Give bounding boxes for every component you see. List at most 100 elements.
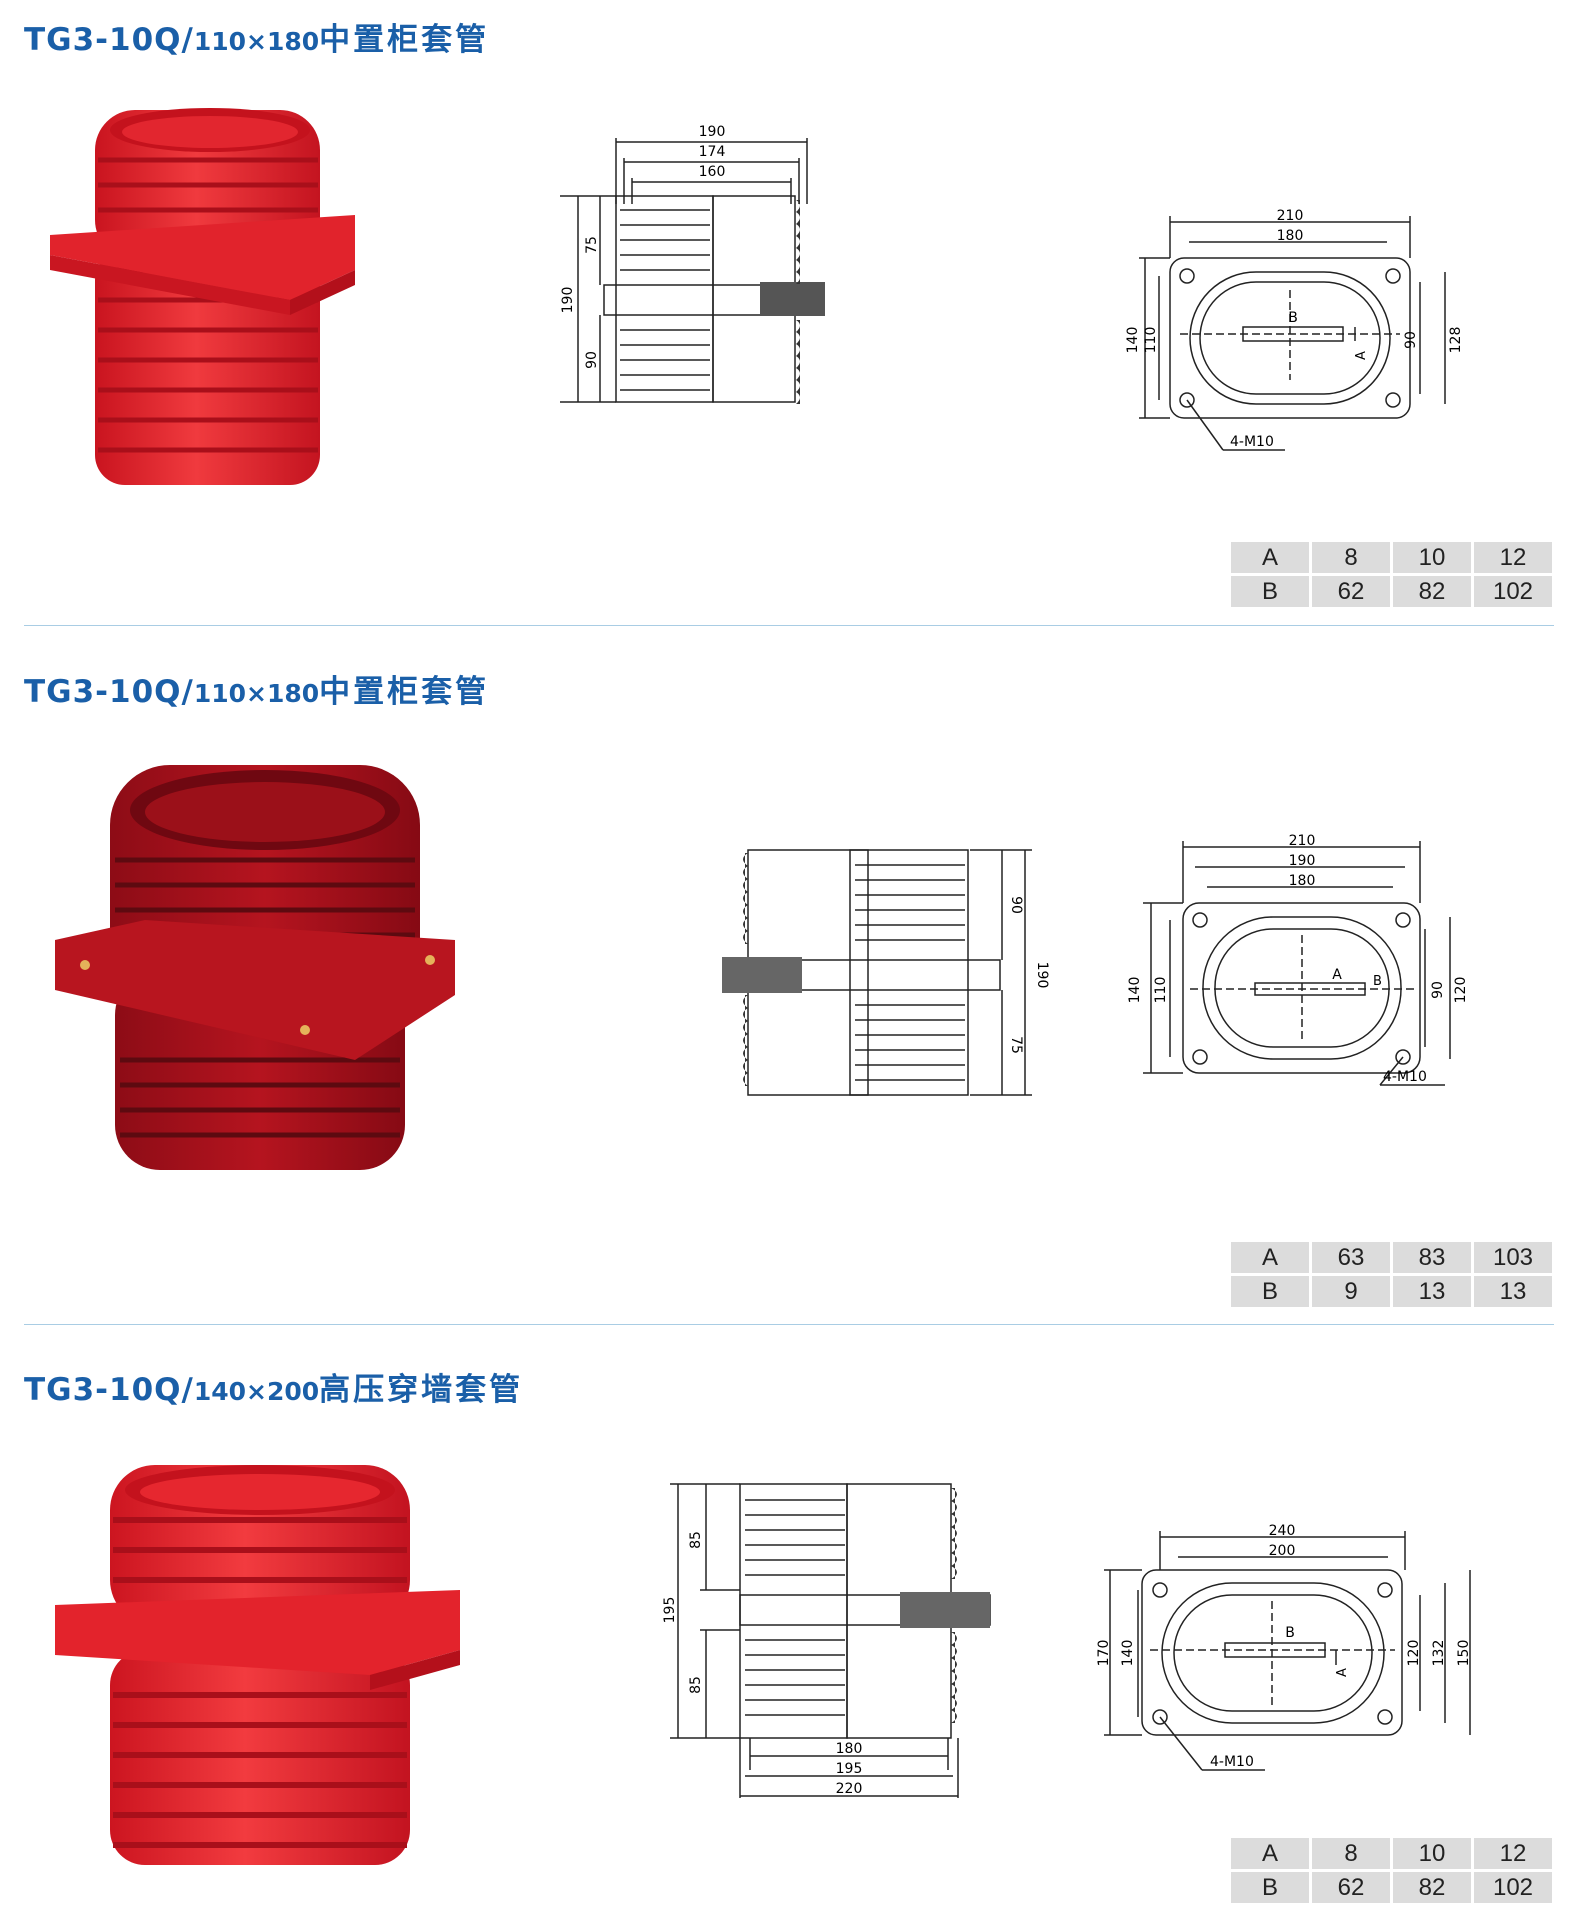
dim-label: 160 — [699, 164, 726, 180]
dim-label: 140 — [1125, 327, 1141, 354]
dim-label: 200 — [1269, 1543, 1296, 1559]
table-cell: A — [1231, 1242, 1309, 1273]
label-a: A — [1354, 351, 1369, 360]
dim-label: 190 — [1034, 962, 1050, 989]
title-dims: 110×180 — [193, 679, 320, 708]
table-cell: 103 — [1474, 1242, 1552, 1273]
dim-label: 150 — [1456, 1640, 1472, 1667]
dim-label: 132 — [1431, 1640, 1447, 1667]
dim-label: 170 — [1096, 1640, 1112, 1667]
dim-label: 140 — [1127, 977, 1143, 1004]
title-dims: 140×200 — [193, 1377, 320, 1406]
table-cell: 12 — [1474, 542, 1552, 573]
table-cell: B — [1231, 1276, 1309, 1307]
table-cell: 8 — [1312, 542, 1390, 573]
dim-label: 110 — [1143, 327, 1159, 354]
dim-label: 90 — [1430, 981, 1446, 999]
table-row: B 62 82 102 — [1231, 1872, 1552, 1903]
table-cell: 102 — [1474, 1872, 1552, 1903]
label-a: A — [1335, 1668, 1350, 1677]
table-cell: 12 — [1474, 1838, 1552, 1869]
spec-table: A 8 10 12 B 62 82 102 — [1228, 539, 1555, 610]
dim-label: 210 — [1289, 833, 1316, 849]
dim-label: 220 — [836, 1781, 863, 1797]
section-2: TG3-10Q/110×180中置柜套管 — [0, 650, 1569, 1310]
table-cell: A — [1231, 542, 1309, 573]
table-cell: 63 — [1312, 1242, 1390, 1273]
section-divider — [24, 625, 1554, 626]
dim-label: 110 — [1153, 977, 1169, 1004]
table-cell: B — [1231, 576, 1309, 607]
dim-label: 210 — [1277, 208, 1304, 224]
table-row: A 8 10 12 — [1231, 542, 1552, 573]
dim-label: 85 — [688, 1531, 704, 1549]
title-name: 中置柜套管 — [319, 22, 490, 58]
dim-label: 180 — [1289, 873, 1316, 889]
dim-label: 190 — [699, 124, 726, 140]
dim-label: 195 — [662, 1597, 678, 1624]
label-b: B — [1373, 974, 1382, 989]
title-name: 中置柜套管 — [319, 674, 490, 710]
dim-label: 180 — [1277, 228, 1304, 244]
dim-label: 140 — [1120, 1640, 1136, 1667]
label-b: B — [1288, 310, 1298, 326]
dim-label: 240 — [1269, 1523, 1296, 1539]
section-drawing: 190 174 160 75 190 90 — [560, 124, 825, 404]
bushing-photo — [55, 765, 455, 1170]
plan-drawing: 240 200 170 140 120 132 150 B A 4-M10 — [1096, 1523, 1472, 1771]
label-a: A — [1332, 967, 1342, 983]
section-title: TG3-10Q/140×200高压穿墙套管 — [24, 1364, 523, 1409]
dim-label: 190 — [1289, 853, 1316, 869]
dim-label: 174 — [699, 144, 726, 160]
table-cell: 13 — [1474, 1276, 1552, 1307]
dim-label: 120 — [1453, 977, 1469, 1004]
dim-label: 75 — [584, 236, 600, 254]
section-3: TG3-10Q/140×200高压穿墙套管 — [0, 1350, 1569, 1920]
section-drawing: 85 195 85 180 195 220 — [662, 1483, 991, 1798]
title-model: TG3-10Q/ — [24, 1372, 194, 1408]
table-cell: 10 — [1393, 542, 1471, 573]
table-cell: A — [1231, 1838, 1309, 1869]
dim-label: 120 — [1406, 1640, 1422, 1667]
dim-label: 128 — [1448, 327, 1464, 354]
dim-label: 180 — [836, 1741, 863, 1757]
table-row: B 9 13 13 — [1231, 1276, 1552, 1307]
bolt-label: 4-M10 — [1383, 1069, 1427, 1085]
dim-label: 90 — [1008, 896, 1024, 914]
table-row: A 63 83 103 — [1231, 1242, 1552, 1273]
spec-table: A 8 10 12 B 62 82 102 — [1228, 1835, 1555, 1906]
bushing-photo — [50, 108, 355, 485]
plan-drawing: 210 180 140 110 90 128 B A 4-M10 — [1125, 208, 1464, 451]
section-title: TG3-10Q/110×180中置柜套管 — [24, 14, 489, 59]
bolt-label: 4-M10 — [1210, 1754, 1254, 1770]
title-model: TG3-10Q/ — [24, 22, 194, 58]
table-cell: 82 — [1393, 576, 1471, 607]
section-divider — [24, 1324, 1554, 1325]
label-b: B — [1285, 1625, 1295, 1641]
table-cell: 82 — [1393, 1872, 1471, 1903]
title-name: 高压穿墙套管 — [319, 1372, 524, 1408]
table-cell: B — [1231, 1872, 1309, 1903]
spec-table: A 63 83 103 B 9 13 13 — [1228, 1239, 1555, 1310]
plan-drawing: 210 190 180 140 110 90 120 A B 4-M10 — [1127, 833, 1469, 1086]
section-title: TG3-10Q/110×180中置柜套管 — [24, 666, 489, 711]
dim-label: 90 — [1403, 331, 1419, 349]
dim-label: 195 — [836, 1761, 863, 1777]
table-row: A 8 10 12 — [1231, 1838, 1552, 1869]
table-row: B 62 82 102 — [1231, 576, 1552, 607]
table-cell: 9 — [1312, 1276, 1390, 1307]
table-cell: 13 — [1393, 1276, 1471, 1307]
table-cell: 83 — [1393, 1242, 1471, 1273]
dim-label: 90 — [584, 351, 600, 369]
dim-label: 85 — [688, 1676, 704, 1694]
table-cell: 8 — [1312, 1838, 1390, 1869]
title-dims: 110×180 — [193, 27, 320, 56]
table-cell: 62 — [1312, 576, 1390, 607]
table-cell: 102 — [1474, 576, 1552, 607]
section-drawing: 90 190 75 — [722, 849, 1050, 1096]
bushing-photo — [55, 1465, 460, 1865]
table-cell: 62 — [1312, 1872, 1390, 1903]
dim-label: 75 — [1008, 1036, 1024, 1054]
table-cell: 10 — [1393, 1838, 1471, 1869]
title-model: TG3-10Q/ — [24, 674, 194, 710]
